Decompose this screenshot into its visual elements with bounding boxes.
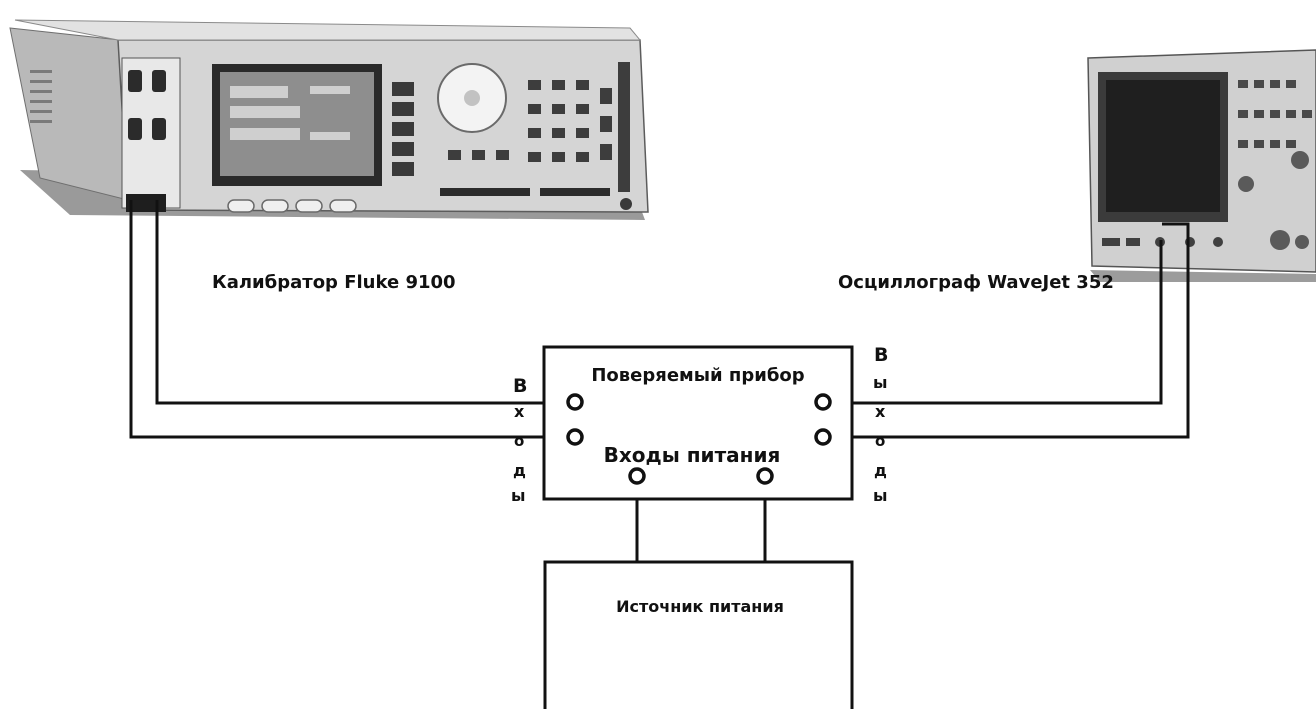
- power-terminal-2: [756, 467, 774, 485]
- device-under-test-box: [542, 345, 854, 501]
- output-terminal-1: [814, 393, 832, 411]
- outputs-letter-2: ы: [873, 373, 887, 392]
- power-inputs-label: Входы питания: [604, 443, 781, 467]
- inputs-vertical-label: В х о д ы: [511, 375, 527, 505]
- outputs-letter-4: о: [875, 432, 885, 450]
- outputs-vertical-label: В ы х о д ы: [873, 344, 888, 505]
- wire-output-2-to-oscilloscope: [829, 222, 1190, 439]
- inputs-letter-5: ы: [511, 486, 525, 505]
- input-terminal-2: [566, 428, 584, 446]
- outputs-letter-5: д: [874, 461, 887, 480]
- input-terminal-1: [566, 393, 584, 411]
- inputs-letter-3: о: [514, 432, 524, 450]
- outputs-letter-6: ы: [873, 486, 887, 505]
- inputs-letter-4: д: [513, 461, 526, 480]
- calibrator-device: [9, 19, 649, 220]
- wire-calibrator-to-input-2: [129, 200, 568, 439]
- oscilloscope-label: Осциллограф WaveJet 352: [838, 272, 1114, 293]
- outputs-letter-1: В: [874, 344, 888, 366]
- power-terminal-1: [628, 467, 646, 485]
- power-source-label: Источник питания: [616, 597, 784, 616]
- output-terminal-2: [814, 428, 832, 446]
- device-under-test-label: Поверяемый прибор: [591, 365, 804, 386]
- outputs-letter-3: х: [875, 402, 886, 421]
- inputs-letter-2: х: [514, 402, 525, 421]
- wire-calibrator-to-input-1: [155, 200, 568, 405]
- calibrator-label: Калибратор Fluke 9100: [212, 272, 456, 293]
- oscilloscope-device: [1087, 49, 1316, 282]
- wiring: [129, 200, 1190, 562]
- power-source-box: [543, 560, 854, 709]
- wire-output-1-to-oscilloscope: [829, 240, 1163, 405]
- inputs-letter-1: В: [513, 375, 527, 397]
